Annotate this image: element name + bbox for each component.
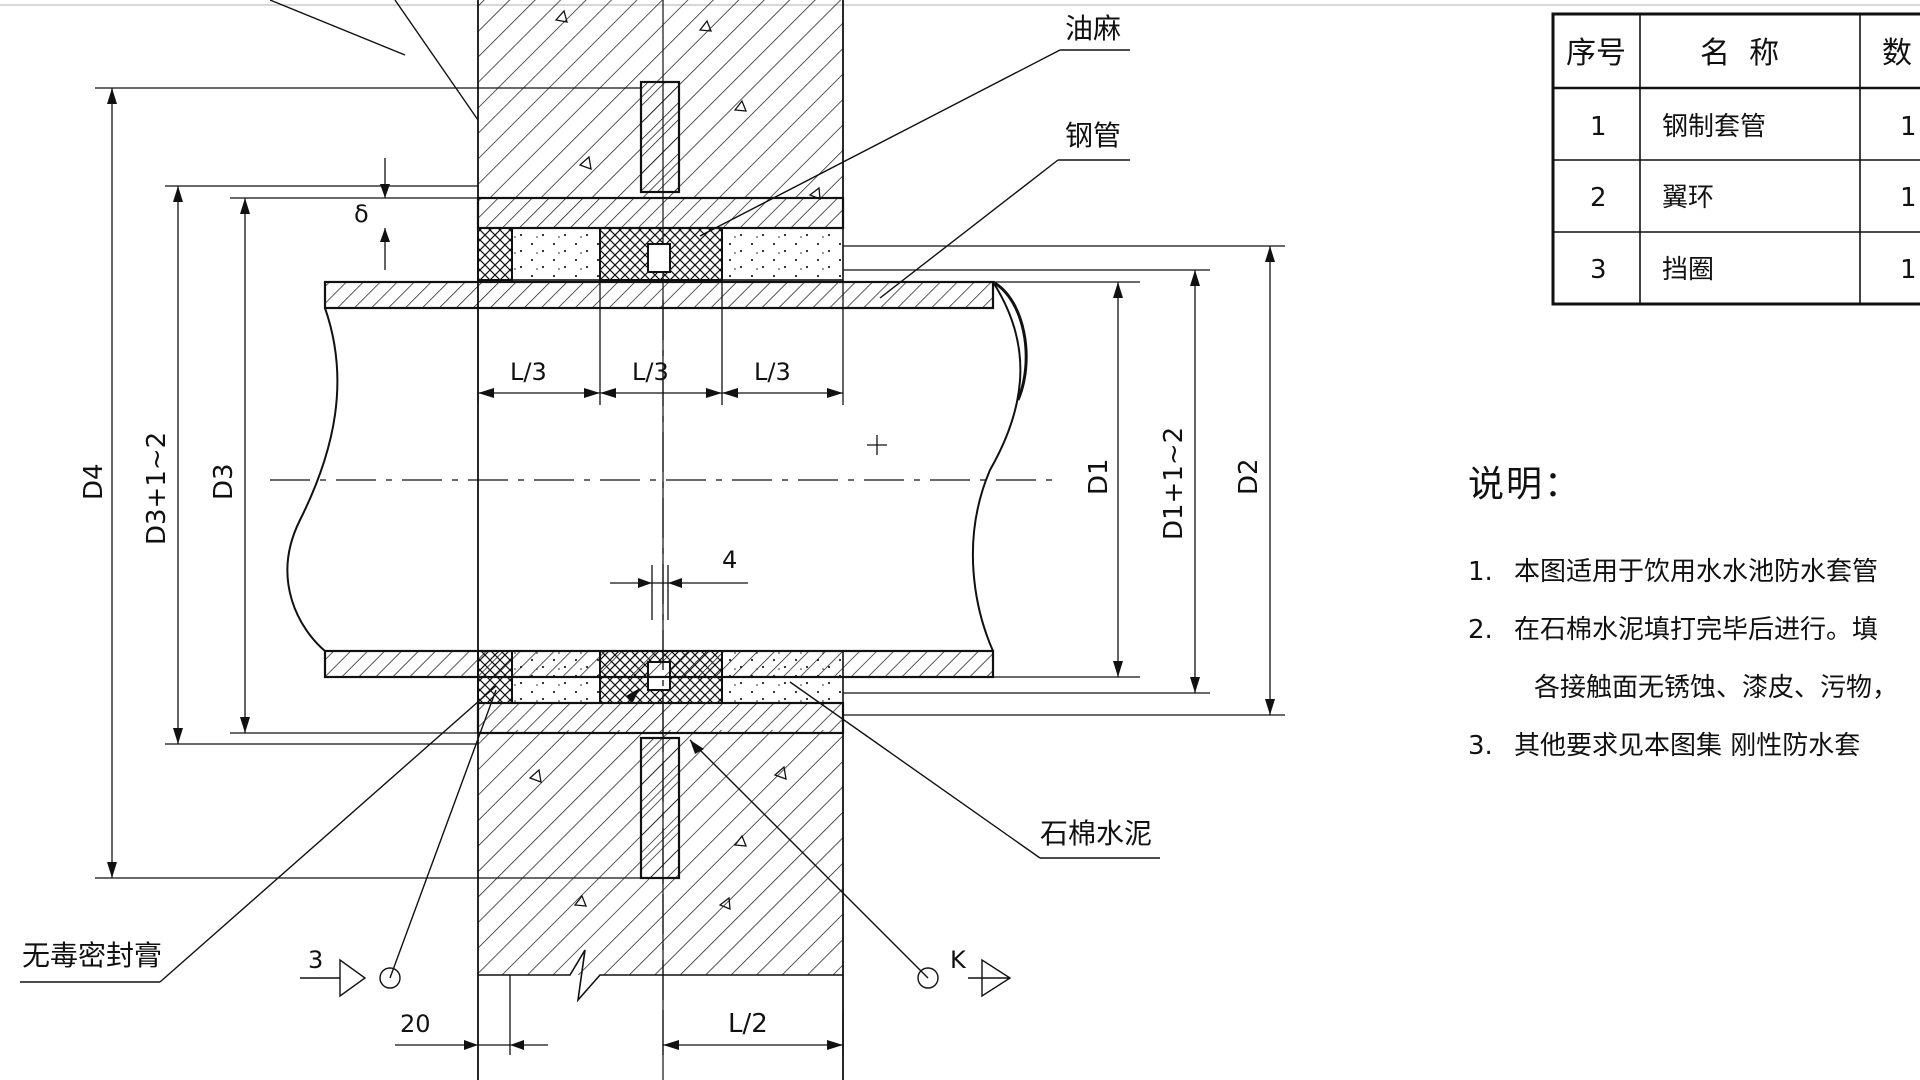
dim-delta: δ <box>354 200 369 228</box>
dimension-lines <box>95 87 1285 1055</box>
table-row-2-index: 2 <box>1590 183 1607 213</box>
dim-d3: D3 <box>209 463 239 500</box>
label-sealant: 无毒密封膏 <box>22 939 162 972</box>
label-oil-hemp: 油麻 <box>1065 12 1121 45</box>
label-asbestos-cement: 石棉水泥 <box>1040 817 1152 850</box>
label-steel-pipe: 钢管 <box>1065 119 1121 152</box>
table-row-1-name: 钢制套管 <box>1662 112 1766 142</box>
note-item-3: 3. 其他要求见本图集 刚性防水套 <box>1468 717 1920 775</box>
notes-block: 说明： 1. 本图适用于饮用水水池防水套管 2. 在石棉水泥填打完毕后进行。填 各接… <box>1468 455 1920 775</box>
dim-d1: D1 <box>1084 458 1114 495</box>
note-number: 1. <box>1468 557 1493 587</box>
table-row-1-qty: 1 <box>1900 112 1917 142</box>
steel-pipe <box>286 280 1028 679</box>
table-row-3-qty: 1 <box>1900 255 1917 285</box>
table-row-2-name: 翼环 <box>1662 183 1714 213</box>
parts-table: 序号 名 称 数 1 钢制套管 1 2 翼环 1 3 挡圈 1 <box>1551 12 1920 306</box>
dim-l3-b: L/3 <box>632 358 669 386</box>
note-text: 本图适用于饮用水水池防水套管 <box>1514 557 1879 587</box>
wing-ring <box>639 80 681 880</box>
notes-heading: 说明： <box>1468 464 1583 505</box>
table-header-qty: 数 <box>1882 36 1912 71</box>
mark-3: 3 <box>308 946 323 974</box>
note-text: 其他要求见本图集 刚性防水套 <box>1514 731 1861 761</box>
leader-lines <box>20 0 1160 998</box>
dim-d2: D2 <box>1234 458 1264 495</box>
table-row-3-name: 挡圈 <box>1662 255 1714 285</box>
dim-l3-c: L/3 <box>754 358 791 386</box>
table-header-index: 序号 <box>1566 36 1626 71</box>
note-item-1: 1. 本图适用于饮用水水池防水套管 <box>1468 543 1920 601</box>
mark-k: K <box>950 946 967 974</box>
dim-d1-12: D1+1~2 <box>1159 427 1189 540</box>
dimension-arrows <box>107 88 1275 1050</box>
note-number: 3. <box>1468 731 1493 761</box>
note-item-2: 2. 在石棉水泥填打完毕后进行。填 <box>1468 601 1920 659</box>
table-row-3-index: 3 <box>1590 255 1607 285</box>
note-text: 各接触面无锈蚀、漆皮、污物， <box>1534 673 1899 703</box>
note-item-2-cont: 各接触面无锈蚀、漆皮、污物， <box>1468 659 1920 717</box>
note-text: 在石棉水泥填打完毕后进行。填 <box>1514 615 1879 645</box>
dim-four: 4 <box>722 546 737 574</box>
table-header-name: 名 称 <box>1700 36 1779 71</box>
labels: 油麻 钢管 石棉水泥 无毒密封膏 L/3 L/3 L/3 L/2 20 4 δ … <box>22 12 1264 1039</box>
packing-top <box>477 227 844 281</box>
note-number: 2. <box>1468 615 1493 645</box>
dim-l3-a: L/3 <box>510 358 547 386</box>
table-row-2-qty: 1 <box>1900 183 1917 213</box>
dim-twenty: 20 <box>400 1010 431 1038</box>
dim-l2: L/2 <box>728 1009 768 1039</box>
center-lines <box>270 300 1060 1000</box>
table-row-1-index: 1 <box>1590 112 1607 142</box>
dim-d3-12: D3+1~2 <box>142 432 172 545</box>
dim-d4: D4 <box>79 463 109 500</box>
